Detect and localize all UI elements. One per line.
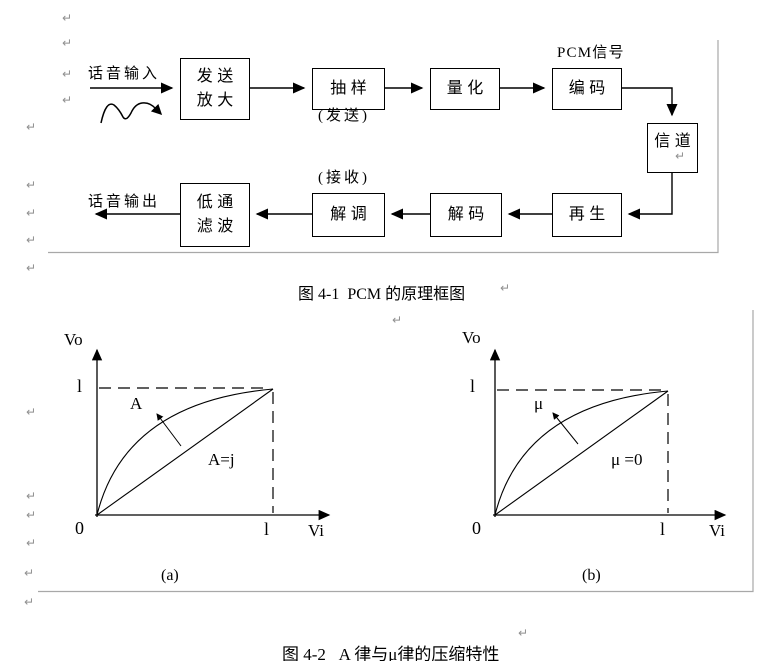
- block-lowpass-filter: 低通 滤波: [180, 183, 250, 247]
- graph-a-curves: [96, 388, 274, 516]
- receive-direction-label: (接收): [318, 170, 370, 186]
- paragraph-mark: ↵: [24, 595, 35, 609]
- figure1-frame: [48, 40, 719, 254]
- voice-input-label: 话音输入: [88, 66, 161, 82]
- paragraph-mark: ↵: [26, 206, 37, 220]
- block-label: 放大: [196, 92, 238, 109]
- paragraph-mark: ↵: [26, 261, 37, 275]
- graph-a-dashed-guides: [99, 387, 274, 513]
- pcm-signal-label: PCM信号: [557, 45, 625, 61]
- graph-b-linear-line: [494, 390, 669, 516]
- paragraph-mark: ↵: [26, 120, 37, 134]
- paragraph-mark: ↵: [500, 281, 511, 295]
- graph-b-dashed-guides: [497, 389, 669, 513]
- figure2-caption: 图 4-2 A 律与μ律的压缩特性: [265, 620, 499, 661]
- block-label: 解调: [330, 206, 372, 223]
- block-label: 信道: [654, 133, 696, 150]
- graph-a-xaxis-label: Vi: [308, 521, 324, 540]
- graph-a-x-one-tick: l: [264, 519, 270, 539]
- paragraph-mark: ↵: [518, 626, 529, 640]
- paragraph-mark: ↵: [392, 313, 403, 327]
- paragraph-mark: ↵: [62, 93, 73, 107]
- paragraph-mark: ↵: [26, 405, 37, 419]
- block-label: 解码: [447, 206, 489, 223]
- graph-b-line-label: μ =0: [611, 450, 643, 469]
- graph-b-curves: [494, 390, 669, 516]
- block-quantization: 量化: [430, 68, 500, 110]
- graph-a-yaxis-label: Vo: [64, 330, 83, 349]
- graph-b-axes: [489, 348, 727, 521]
- graph-b-yaxis-label: Vo: [462, 328, 481, 347]
- paragraph-mark: ↵: [26, 178, 37, 192]
- block-label: 量化: [446, 80, 488, 97]
- block-label: 抽样: [330, 80, 372, 97]
- block-label: 编码: [568, 80, 610, 97]
- paragraph-mark: ↵: [62, 36, 73, 50]
- block-encoding: 编码: [552, 68, 622, 110]
- graph-b-compression-curve: [494, 390, 669, 516]
- block-label: 低通: [196, 194, 238, 211]
- figure1-flow-arrows: [90, 82, 678, 220]
- graph-a-annotation-arrow: [156, 413, 182, 447]
- block-demodulation: 解调: [312, 193, 385, 237]
- block-transmit-amplifier: 发送 放大: [180, 58, 250, 120]
- graph-b-annotation-arrow: [552, 412, 579, 445]
- figure1-caption: 图 4-1 PCM 的原理框图: [298, 286, 466, 303]
- figure2-frame: [38, 310, 754, 593]
- graph-a-axes: [91, 348, 331, 521]
- paragraph-mark: ↵: [26, 536, 37, 550]
- paragraph-mark: ↵: [675, 149, 686, 163]
- graph-a-linear-line: [96, 388, 274, 516]
- graph-a-sublabel: (a): [161, 567, 179, 584]
- graph-b-x-one-tick: l: [660, 519, 666, 539]
- graph-b-y-one-tick: l: [470, 376, 476, 396]
- send-direction-label: (发送): [318, 108, 370, 124]
- block-label: 发送: [196, 68, 238, 85]
- paragraph-mark: ↵: [26, 233, 37, 247]
- graph-b-origin-label: 0: [472, 518, 481, 538]
- paragraph-mark: ↵: [24, 566, 35, 580]
- graph-a-art: [91, 348, 331, 521]
- figure2-caption-spellcheck-segment: 4-2 A: [303, 645, 350, 661]
- graph-a-y-one-tick: l: [77, 376, 83, 396]
- block-sampling: 抽样: [312, 68, 385, 110]
- graph-b-curve-label: μ: [534, 394, 544, 413]
- block-label: 滤波: [196, 218, 238, 235]
- speech-waveform-icon: [100, 102, 163, 124]
- block-regeneration: 再生: [552, 193, 622, 237]
- block-channel: 信道: [647, 123, 698, 173]
- graph-a-line-label: A=j: [208, 450, 235, 469]
- graph-b-xaxis-label: Vi: [709, 521, 725, 540]
- paragraph-mark: ↵: [62, 67, 73, 81]
- graph-a-origin-label: 0: [75, 518, 84, 538]
- voice-output-label: 话音输出: [88, 194, 161, 210]
- paragraph-mark: ↵: [26, 508, 37, 522]
- paragraph-mark: ↵: [62, 11, 73, 25]
- figure2-caption-rest: 律与μ律的压缩特性: [350, 645, 500, 661]
- paragraph-mark: ↵: [26, 489, 37, 503]
- graph-b-sublabel: (b): [582, 567, 601, 584]
- graph-a-compression-curve: [96, 388, 274, 516]
- graph-a-curve-label: A: [130, 394, 143, 413]
- figure2-caption-prefix: 图: [282, 645, 304, 661]
- block-decoding: 解码: [430, 193, 502, 237]
- block-label: 再生: [568, 206, 610, 223]
- graph-b-art: [489, 348, 727, 521]
